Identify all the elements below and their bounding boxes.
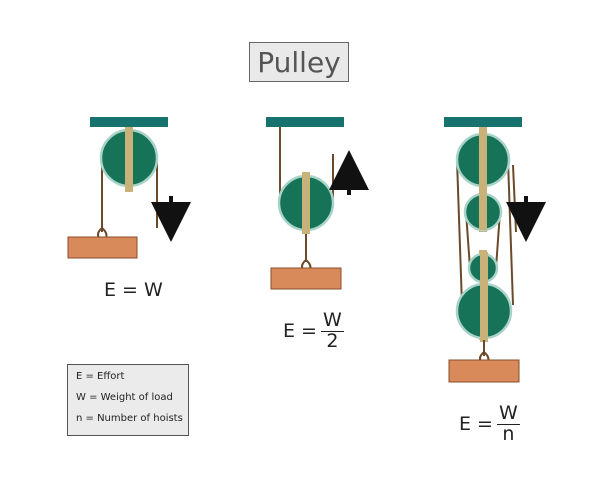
legend-box: E = Effort W = Weight of load n = Number… (67, 364, 189, 436)
denominator: 2 (326, 329, 339, 352)
formula-text: E = W (104, 279, 163, 301)
ceiling-beam (444, 117, 522, 127)
legend-item-weight: W = Weight of load (76, 392, 173, 403)
pulley-strap (302, 172, 310, 234)
load-block (67, 236, 138, 259)
numerator: W (496, 402, 520, 425)
load-block (448, 359, 520, 383)
load-block (270, 267, 342, 290)
formula-single-pulley: E = W (104, 279, 163, 301)
rope (512, 164, 517, 233)
formula-movable-pulley: E = W 2 (283, 309, 344, 352)
rope (507, 159, 514, 306)
title-box: Pulley (249, 42, 349, 82)
fraction: W n (496, 402, 520, 445)
ceiling-beam (266, 117, 344, 127)
pulley-strap (479, 130, 487, 230)
formula-lhs: E = (283, 320, 317, 343)
formula-lhs: E = (459, 413, 493, 436)
legend-item-effort: E = Effort (76, 371, 125, 382)
numerator: W (320, 309, 344, 332)
block-and-tackle-system (444, 117, 546, 383)
pulley-strap (125, 127, 133, 192)
fixed-pulley-system (67, 117, 191, 259)
title: Pulley (257, 45, 341, 79)
legend-item-hoists: n = Number of hoists (76, 413, 183, 424)
fraction: W 2 (320, 309, 344, 352)
pulley-strap (480, 252, 488, 342)
denominator: n (502, 422, 515, 445)
ceiling-beam (90, 117, 168, 127)
rope (456, 159, 463, 306)
movable-pulley-system (266, 117, 369, 290)
formula-block-and-tackle: E = W n (459, 402, 520, 445)
